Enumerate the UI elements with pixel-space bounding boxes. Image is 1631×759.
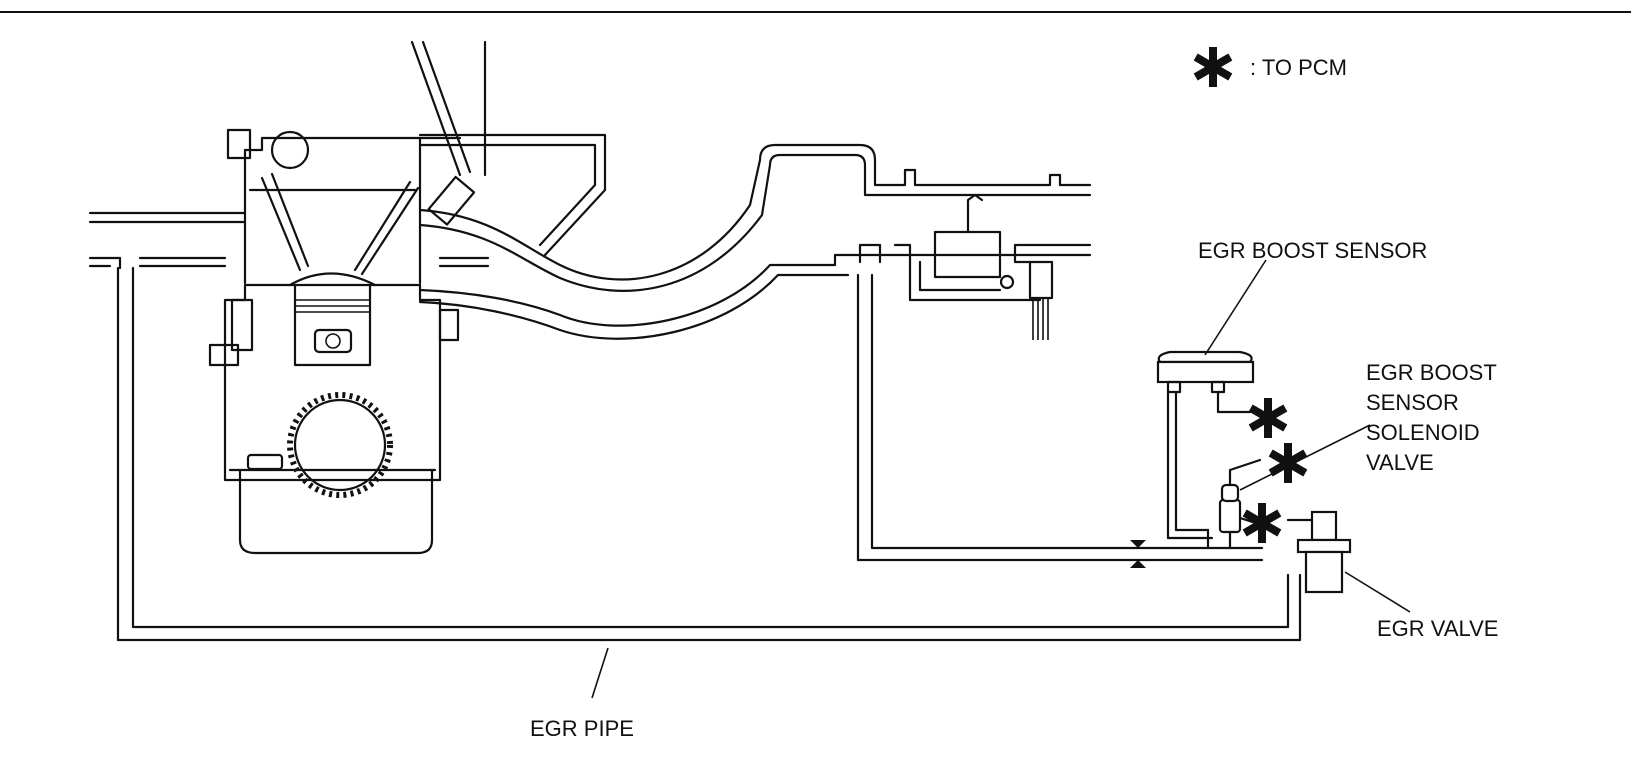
egr-pipe-inner xyxy=(131,266,1290,629)
egr-valve xyxy=(1286,510,1352,594)
solenoid-label-line3: SOLENOID xyxy=(1366,420,1480,445)
leader-solenoid xyxy=(1239,424,1371,491)
solenoid-asterisk-icon xyxy=(1268,443,1308,483)
combustion-dome xyxy=(288,272,377,287)
fuel-injector xyxy=(427,175,476,226)
crank-gear-teeth xyxy=(287,392,393,498)
exhaust-valve xyxy=(353,180,420,276)
harness-block xyxy=(1028,260,1054,300)
labels: : TO PCM EGR BOOST SENSOR EGR BOOST SENS… xyxy=(530,55,1498,741)
egr-pipe-group xyxy=(116,266,1302,642)
boost-hose xyxy=(1166,390,1214,540)
boost-wire xyxy=(1216,390,1252,414)
left-lower-pipe xyxy=(88,256,122,270)
solenoid-wire-a xyxy=(1228,458,1262,487)
port-bumps xyxy=(858,243,912,264)
sensor-port xyxy=(999,274,1015,290)
wire-harness xyxy=(1032,298,1049,340)
solenoid-label-line1: EGR BOOST xyxy=(1366,360,1497,385)
wrist-pin-center xyxy=(325,333,341,349)
camshaft xyxy=(270,130,310,170)
right-header xyxy=(1013,243,1092,264)
boost-port-left xyxy=(1166,380,1182,394)
egr-valve-asterisk-icon xyxy=(1242,503,1282,543)
boost-sensor-asterisk-icon xyxy=(1248,398,1288,438)
intake-system xyxy=(88,133,1092,340)
sensor-hoses xyxy=(908,260,1042,302)
piston-rings xyxy=(295,299,370,313)
sensor-stem xyxy=(966,193,984,234)
lower-manifold-pipe xyxy=(138,256,490,268)
plenum-inner xyxy=(418,143,597,247)
egr-boost-sensor xyxy=(1156,350,1255,540)
drain-plug xyxy=(246,453,284,471)
leader-egr-valve xyxy=(1344,571,1411,613)
plenum-outer xyxy=(418,133,607,257)
solenoid-body xyxy=(1218,498,1242,534)
piston xyxy=(293,283,372,367)
engine xyxy=(208,128,462,555)
intake-valve xyxy=(260,172,310,272)
vacuum-line-outer xyxy=(856,273,1264,562)
leader-boost-sensor xyxy=(1204,259,1267,356)
restrictor-bottom xyxy=(1130,560,1146,568)
boost-sensor-body xyxy=(1156,360,1255,384)
restrictor-top xyxy=(1130,540,1146,548)
runner-top xyxy=(418,143,1092,281)
exhaust-runner-bottom xyxy=(418,273,850,340)
asterisks xyxy=(1193,47,1308,543)
egr-boost-sensor-label: EGR BOOST SENSOR xyxy=(1198,238,1427,263)
vacuum-line-inner xyxy=(870,273,1210,550)
wrist-pin xyxy=(313,328,353,354)
egr-pipe-outer xyxy=(116,266,1302,642)
runner-bottom xyxy=(418,153,1092,292)
leader-egr-pipe xyxy=(591,647,609,699)
side-sensor xyxy=(230,298,254,352)
head-fitting xyxy=(226,128,252,160)
solenoid-label-line4: VALVE xyxy=(1366,450,1434,475)
egr-pipe-label: EGR PIPE xyxy=(530,716,634,741)
crank-gear xyxy=(293,398,387,492)
boost-port-right xyxy=(1210,380,1226,394)
injector-lines xyxy=(410,40,487,226)
injector-line-a xyxy=(410,40,462,177)
cylinder-head xyxy=(243,136,422,285)
left-intake-pipe xyxy=(88,211,247,224)
egr-valve-top xyxy=(1310,510,1338,542)
boost-sensor-cap xyxy=(1157,350,1253,364)
injector-line-b xyxy=(421,40,472,174)
legend-asterisk-icon xyxy=(1193,47,1233,87)
egr-valve-flange xyxy=(1296,538,1352,554)
block-fitting xyxy=(438,308,460,342)
exhaust-runner-top xyxy=(418,253,1092,327)
solenoid-label-line2: SENSOR xyxy=(1366,390,1459,415)
egr-valve-body xyxy=(1304,550,1344,594)
leader-lines xyxy=(591,259,1411,699)
vacuum-lines xyxy=(856,273,1264,568)
legend-label: : TO PCM xyxy=(1250,55,1347,80)
egr-valve-label: EGR VALVE xyxy=(1377,616,1498,641)
engine-block xyxy=(223,283,442,482)
side-bolt xyxy=(208,343,240,367)
solenoid-valve xyxy=(1218,458,1264,550)
solenoid-cap xyxy=(1220,483,1240,503)
oil-pan xyxy=(238,468,434,555)
